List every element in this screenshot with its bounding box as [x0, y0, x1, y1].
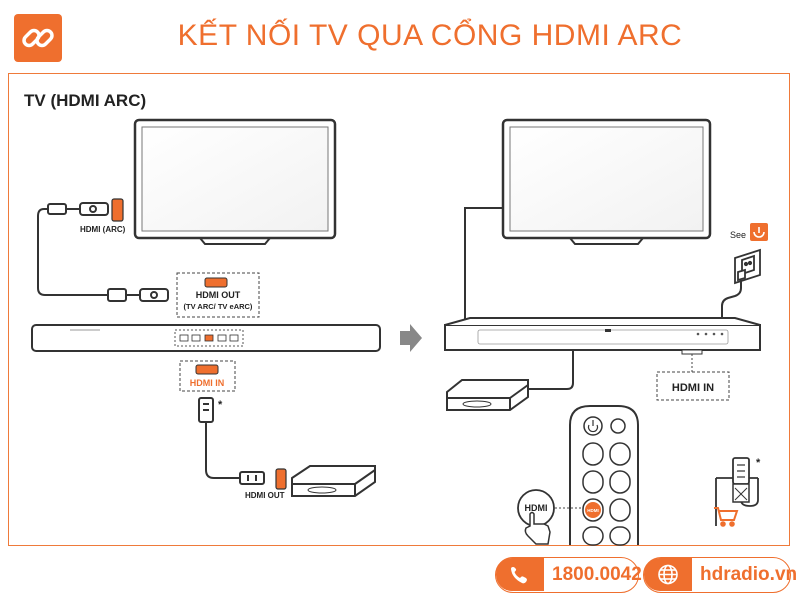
page-title: KẾT NỐI TV QUA CỔNG HDMI ARC: [177, 19, 683, 52]
soundbar-in-label: HDMI IN: [190, 378, 225, 388]
section-title: TV (HDMI ARC): [24, 91, 147, 110]
phone-number: 1800.0042: [552, 564, 642, 585]
see-label: See: [730, 230, 746, 240]
content-frame: [8, 73, 790, 546]
right-asterisk: *: [756, 457, 761, 469]
flow-arrow: [400, 324, 422, 352]
right-power-cable: [721, 280, 742, 325]
website-pill[interactable]: hdradio.vn: [643, 557, 797, 593]
right-in-label: HDMI IN: [672, 382, 714, 394]
cart-icon: [714, 507, 739, 527]
right-source-cable: [528, 350, 574, 390]
phone-pill[interactable]: 1800.0042: [495, 557, 642, 593]
hand-pointer: [524, 511, 551, 545]
inset-cable-cart: [715, 457, 759, 526]
remote-small-label: HDMI: [587, 508, 599, 513]
right-tv: [501, 118, 712, 245]
phone-icon: [496, 558, 544, 591]
right-soundbar: [444, 317, 761, 355]
source-hdmi-port: [275, 468, 287, 490]
right-tv-cable: [464, 207, 503, 325]
globe-icon: [644, 558, 692, 591]
power-icon: [750, 223, 768, 241]
remote-control: [569, 405, 639, 546]
link-icon: [14, 14, 62, 62]
left-asterisk: *: [218, 399, 223, 411]
source-out-label: HDMI OUT: [245, 491, 285, 500]
tv-port-label: HDMI (ARC): [80, 225, 126, 234]
website-link: hdradio.vn: [700, 564, 798, 585]
left-hdmi-cable-bottom: [198, 397, 265, 485]
tv-hdmi-arc-port: [111, 198, 124, 222]
left-soundbar: [31, 324, 381, 352]
soundbar-out-port-icon: [204, 277, 228, 288]
left-hdmi-cable-top: [37, 202, 169, 302]
right-in-callout: [656, 371, 730, 401]
right-source-device: [446, 379, 529, 411]
remote-button-label: HDMI: [525, 503, 548, 513]
left-source-device: [291, 465, 376, 497]
left-tv: [133, 118, 337, 245]
soundbar-out-label-1: HDMI OUT: [196, 290, 241, 300]
wall-outlet: [734, 248, 761, 285]
soundbar-out-label-2: (TV ARC/ TV eARC): [184, 302, 253, 311]
soundbar-in-port-icon: [195, 364, 219, 375]
